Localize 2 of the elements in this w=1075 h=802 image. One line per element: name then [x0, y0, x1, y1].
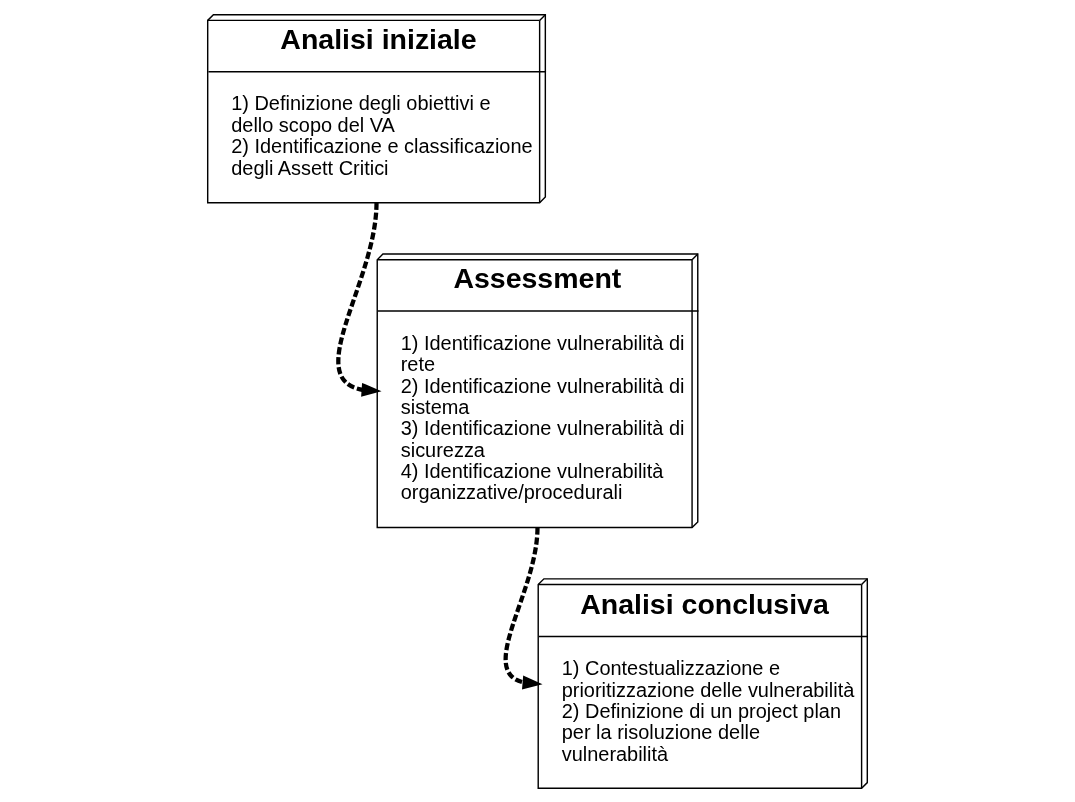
arrow — [503, 526, 543, 689]
arrow — [336, 202, 382, 397]
